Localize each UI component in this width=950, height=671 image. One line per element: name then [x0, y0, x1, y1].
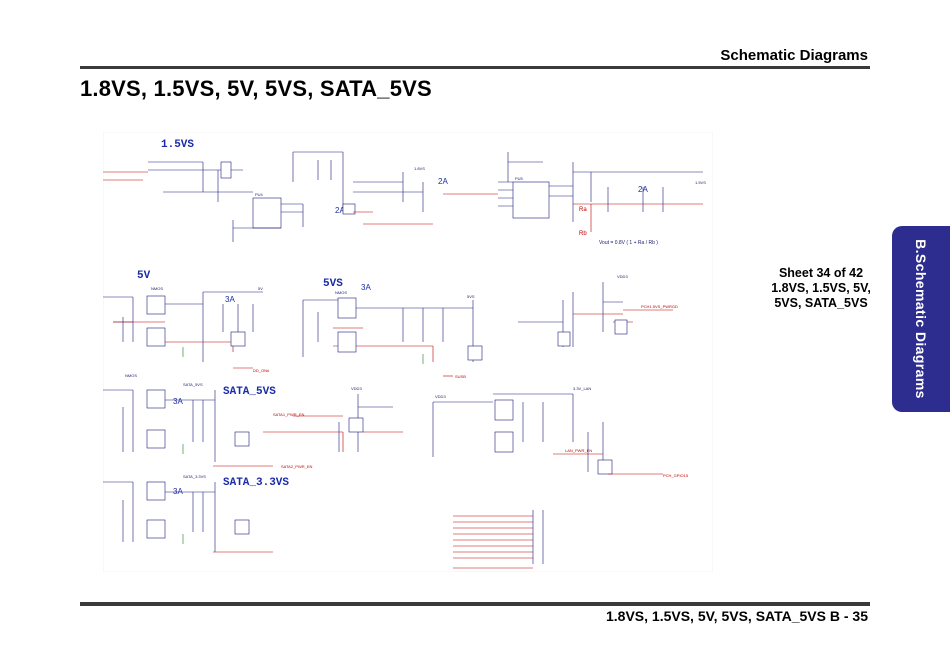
label-vout-formula: Vout = 0.8V ( 1 + Ra / Rb )	[599, 240, 658, 246]
label-1-8vs: 1.8VS	[414, 166, 425, 171]
page-title: 1.8VS, 1.5VS, 5V, 5VS, SATA_5VS	[80, 76, 432, 101]
label-5v: 5V	[258, 286, 263, 291]
switch-lan: 3.3V_LAN LAN_PWR_EN PCH_GPIO15 VDD3	[432, 386, 689, 478]
side-tab-label: B.Schematic Diagrams	[913, 239, 929, 399]
label-rb: Rb	[579, 231, 587, 237]
pwrgd-circuit: PCH1.5VS_PWRGD VDD3	[518, 274, 678, 347]
label-nmos: NMOS	[125, 373, 137, 378]
label-3-3v-lan: 3.3V_LAN	[573, 386, 591, 391]
regulator-1-5vs: PU4 1.8VS	[103, 151, 498, 242]
current-label: 3A	[225, 295, 235, 304]
label-vdd3: VDD3	[435, 394, 446, 399]
label-nmos: NMOS	[335, 290, 347, 295]
footer-rule	[80, 602, 870, 606]
label-dd-on: DD_ON#	[253, 368, 270, 373]
footer-label: 1.8VS, 1.5VS, 5V, 5VS, SATA_5VS B - 35	[606, 608, 868, 624]
label-pu4: PU4	[255, 192, 264, 197]
schematic-diagram: 1.5VS 5V 5VS SATA_5VS SATA_3.3VS 2A 2A 2…	[103, 132, 713, 572]
side-tab[interactable]: B.Schematic Diagrams	[892, 226, 950, 412]
current-label: 2A	[335, 206, 345, 215]
block-1-5vs: 1.5VS	[161, 139, 194, 151]
regulator-1-5vs-right: PU5 Ra Rb 1.5VS Vout = 0.8V ( 1 + Ra / R…	[498, 152, 706, 246]
block-sata-3-3vs: SATA_3.3VS	[223, 477, 289, 489]
current-label: 3A	[361, 283, 371, 292]
current-label: 3A	[173, 487, 183, 496]
label-sata1-pwr-en: SATA1_PWR_EN	[273, 412, 305, 417]
label-nmos: NMOS	[151, 286, 163, 291]
sheet-number: Sheet 34 of 42	[778, 266, 864, 280]
switch-sata-5vs: NMOS SATA_5VS SATA1_PWR_EN SATA2_PWR_EN	[103, 373, 344, 469]
label-vdd3: VDD3	[617, 274, 628, 279]
sheet-title-line: 1.8VS, 1.5VS, 5V,	[771, 281, 871, 295]
block-sata-5vs: SATA_5VS	[223, 386, 276, 398]
label-pwrgd: PCH1.5VS_PWRGD	[641, 304, 678, 309]
net-list	[453, 510, 544, 569]
current-label: 2A	[438, 177, 448, 186]
label-sata2-pwr-en: SATA2_PWR_EN	[281, 464, 313, 469]
label-sata-3-3vs: SATA_3.3VS	[183, 474, 206, 479]
block-5v: 5V	[137, 270, 151, 282]
sata-enable-circuit: VDD3	[293, 386, 403, 452]
label-ra: Ra	[579, 207, 587, 213]
label-susb: SUSB	[455, 374, 466, 379]
switch-5vs: NMOS 5VS SUSB	[302, 290, 483, 379]
label-1-5vs: 1.5VS	[695, 180, 706, 185]
switch-sata-3-3vs: SATA_3.3VS	[103, 474, 273, 553]
label-pch-gpio15: PCH_GPIO15	[663, 473, 689, 478]
label-lan-pwr-en: LAN_PWR_EN	[565, 448, 592, 453]
current-label: 3A	[173, 397, 183, 406]
label-pu5: PU5	[515, 176, 524, 181]
label-sata-5vs: SATA_5VS	[183, 382, 203, 387]
sheet-title-line: 5VS, SATA_5VS	[774, 296, 868, 310]
switch-5v: NMOS 5V DD_ON#	[103, 286, 270, 373]
sheet-info: Sheet 34 of 42 1.8VS, 1.5VS, 5V, 5VS, SA…	[736, 266, 906, 311]
section-header: Schematic Diagrams	[720, 47, 868, 64]
label-vdd3: VDD3	[351, 386, 362, 391]
header-rule	[80, 66, 870, 69]
label-5vs: 5VS	[467, 294, 475, 299]
block-5vs: 5VS	[323, 278, 343, 290]
